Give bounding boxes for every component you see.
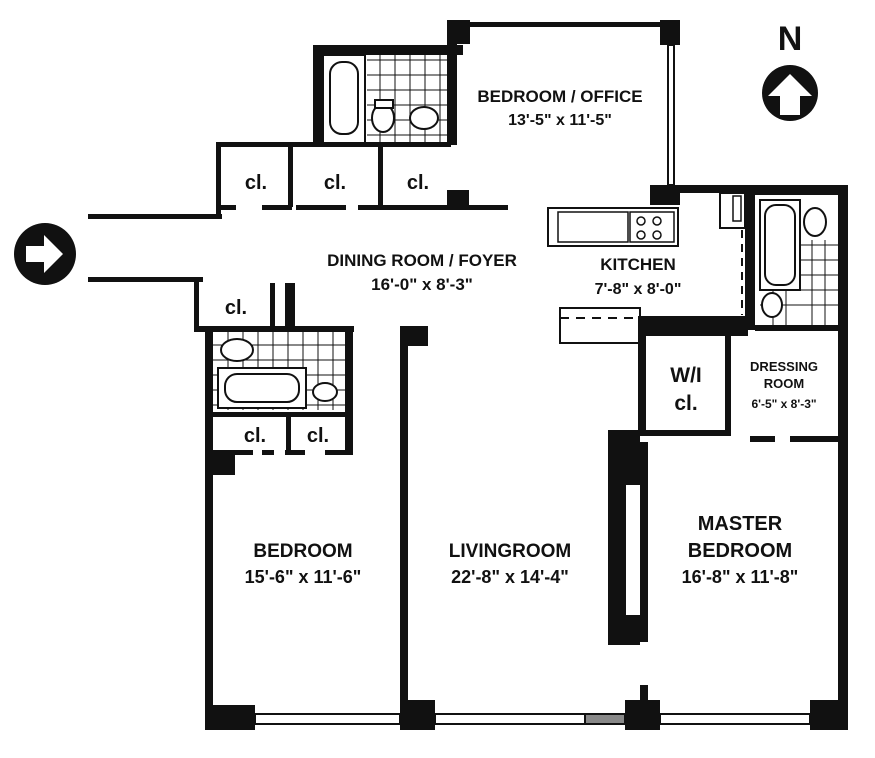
window [659, 713, 811, 725]
livingroom-walls [400, 326, 660, 730]
room-dimensions: 6'-5" x 8'-3" [751, 397, 816, 411]
room-name: LIVINGROOM [449, 541, 571, 562]
room-name-line2: BEDROOM [688, 540, 792, 562]
window [667, 44, 675, 186]
stove-icon [629, 211, 675, 243]
compass-letter: N [778, 20, 803, 58]
room-name: BEDROOM / OFFICE [477, 87, 642, 106]
bathtub-icon [329, 61, 359, 135]
toilet-icon [803, 207, 827, 237]
closet-labels: cl. cl. cl. cl. cl. cl. [225, 172, 429, 447]
room-name: W/I [670, 364, 702, 387]
room-dining-foyer: DINING ROOM / FOYER 16'-0" x 8'-3" [327, 251, 517, 294]
bathtub-icon [764, 204, 796, 286]
closet-label: cl. [225, 297, 247, 319]
closet-label: cl. [245, 172, 267, 194]
room-dimensions: 13'-5" x 11'-5" [508, 112, 612, 129]
closet-label: cl. [407, 172, 429, 194]
dressing-area-walls [638, 336, 838, 642]
room-livingroom: LIVINGROOM 22'-8" x 14'-4" [449, 541, 571, 587]
north-arrow-icon: N [762, 20, 818, 121]
room-name-line2: ROOM [764, 376, 804, 391]
room-name: BEDROOM [253, 541, 352, 562]
room-dimensions: 7'-8" x 8'-0" [595, 281, 682, 298]
bedroom-bathroom [205, 332, 353, 455]
room-dimensions: 16'-0" x 8'-3" [371, 275, 473, 294]
room-bedroom: BEDROOM 15'-6" x 11'-6" [245, 541, 362, 587]
sink-icon [761, 292, 783, 318]
room-dressing-room: DRESSING ROOM 6'-5" x 8'-3" [750, 359, 818, 411]
closets-top-row [216, 142, 508, 217]
closet-label: cl. [324, 172, 346, 194]
bathtub-icon [224, 373, 300, 403]
room-dimensions: 22'-8" x 14'-4" [451, 567, 569, 587]
room-dimensions: 16'-8" x 11'-8" [682, 567, 799, 587]
room-walk-in-closet: W/I cl. [670, 364, 702, 415]
room-name: DRESSING [750, 359, 818, 374]
entry-arrow-icon [14, 223, 76, 285]
sink-icon [312, 382, 338, 402]
fireplace [608, 485, 626, 615]
room-master-bedroom: MASTER BEDROOM 16'-8" x 11'-8" [682, 513, 799, 587]
window [434, 713, 586, 725]
room-kitchen: KITCHEN 7'-8" x 8'-0" [595, 255, 682, 298]
bedroom-walls [205, 450, 435, 730]
room-dimensions: 15'-6" x 11'-6" [245, 567, 362, 587]
refrigerator-icon [732, 195, 742, 222]
kitchen-walls [547, 185, 750, 344]
closet-label: cl. [307, 425, 329, 447]
window [254, 713, 401, 725]
top-bathroom [313, 20, 463, 145]
room-bedroom-office: BEDROOM / OFFICE 13'-5" x 11'-5" [477, 87, 642, 129]
room-name: MASTER [698, 513, 783, 535]
room-name: KITCHEN [600, 255, 676, 274]
counter [557, 211, 629, 243]
toilet-icon [220, 338, 254, 362]
right-bathroom [745, 185, 848, 730]
room-name: DINING ROOM / FOYER [327, 251, 517, 270]
master-bedroom-walls [640, 685, 848, 730]
room-name-line2: cl. [674, 392, 697, 415]
closet-label: cl. [244, 425, 266, 447]
bedroom-office-walls [447, 20, 680, 206]
sink-icon [409, 106, 439, 130]
entry-walls [88, 214, 354, 332]
